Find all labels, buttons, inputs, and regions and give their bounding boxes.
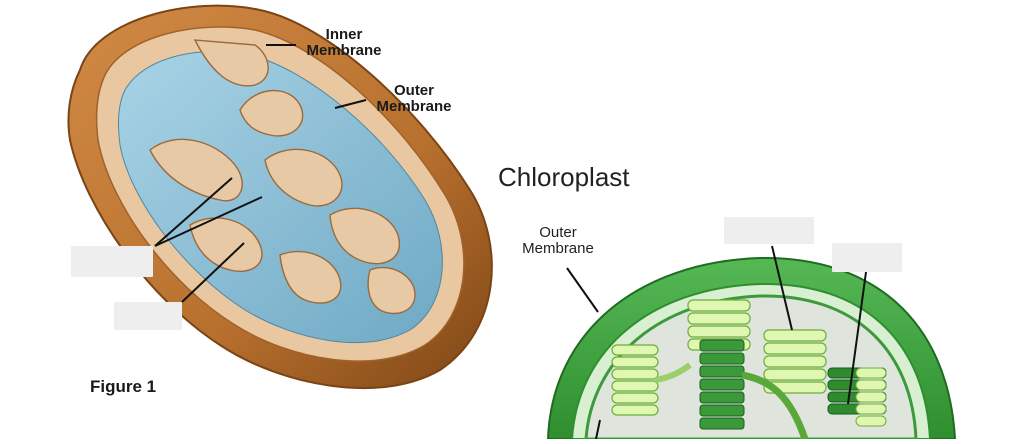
stroma-lamella [741,371,809,441]
leader-chloro-outer [566,267,599,313]
granum-left [611,344,659,416]
leader-blank-1b [154,196,263,247]
leader-blank-1a [154,177,233,247]
cristae [149,39,416,315]
blank-label-box[interactable] [71,246,153,277]
granum-right [763,329,827,394]
blank-label-box[interactable] [724,217,814,244]
chloroplast-title: Chloroplast [498,162,630,192]
chloroplast [546,256,957,441]
leader-blank-2 [181,242,245,303]
granum-far-right-light [855,367,887,427]
blank-label-box[interactable] [114,302,182,330]
leader-outer-membrane [334,99,367,109]
label-inner-membrane: Inner Membrane [306,26,382,59]
label-outer-membrane-chloro: Outer Membrane [522,224,594,257]
leader-blank-4 [847,271,867,405]
figure-caption: Figure 1 [90,377,157,396]
chloro-leader-lines [566,245,867,440]
mitochondrion [67,4,493,390]
blank-label-box[interactable] [832,243,902,272]
stroma-lamella-2 [654,362,692,383]
leader-chloro-inner [595,419,601,440]
leader-blank-3 [771,245,793,331]
granum-center-dark [699,339,745,430]
mito-leader-lines [154,44,367,303]
chloro-stroma [584,294,918,441]
label-outer-membrane-mito: Outer Membrane [376,82,452,115]
